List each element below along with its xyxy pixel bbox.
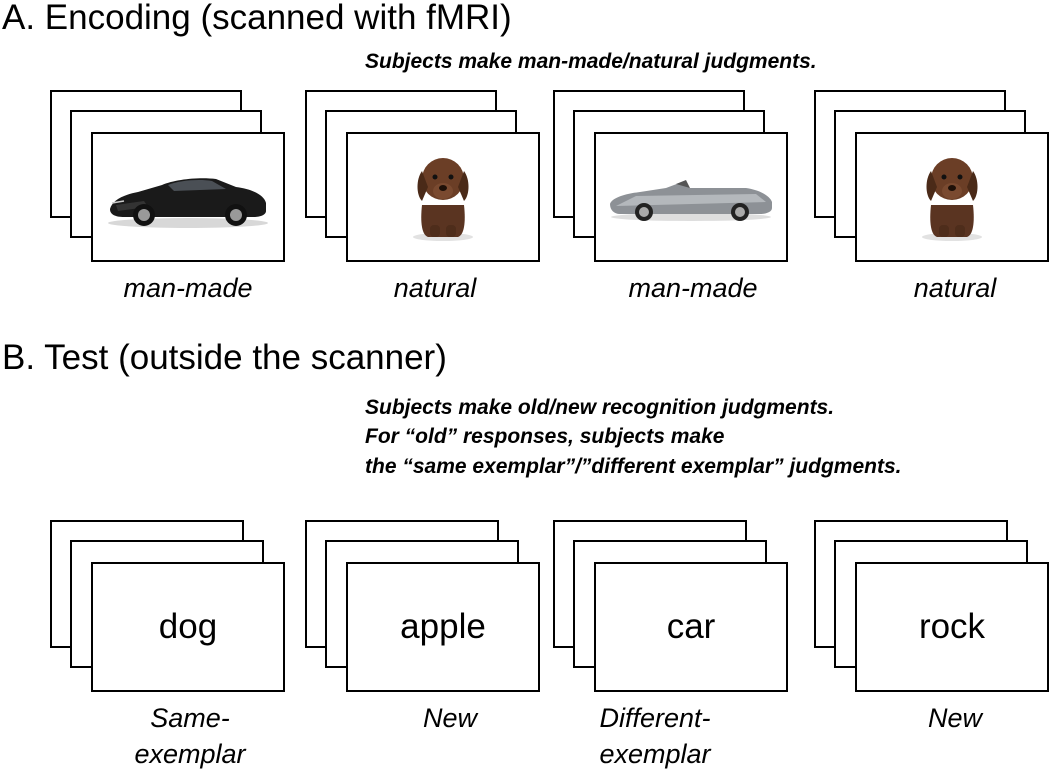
encoding-stimulus-stack-1	[50, 90, 290, 262]
stack-card-front: car	[594, 562, 788, 692]
encoding-stimulus-stack-4	[814, 90, 1050, 262]
test-label-line: Same-	[150, 703, 230, 733]
test-label-1: Same- exemplar	[110, 700, 270, 772]
encoding-instruction: Subjects make man-made/natural judgments…	[365, 50, 817, 73]
stack-card-front: apple	[346, 562, 540, 692]
test-instruction-line-1: Subjects make old/new recognition judgme…	[365, 396, 835, 419]
test-word-stack-2: apple	[305, 520, 545, 692]
test-instruction-line-3: the “same exemplar”/”different exemplar”…	[365, 455, 902, 478]
stack-card-front	[91, 132, 285, 262]
test-label-line: New	[927, 703, 982, 733]
stack-card-front	[594, 132, 788, 262]
test-label-line: exemplar	[599, 739, 711, 769]
encoding-label-4: natural	[913, 273, 997, 303]
stack-card-front	[346, 132, 540, 262]
test-word-stack-3: car	[553, 520, 793, 692]
test-label-4: New	[885, 700, 1025, 736]
test-label-line: Different-	[599, 703, 711, 733]
test-word: car	[666, 607, 716, 646]
section-a-title: A. Encoding (scanned with fMRI)	[2, 0, 512, 37]
test-word: dog	[158, 607, 218, 646]
test-label-line: New	[422, 703, 477, 733]
brown-puppy-image	[922, 158, 982, 241]
test-word-stack-1: dog	[50, 520, 290, 692]
encoding-stimulus-stack-3	[553, 90, 793, 262]
test-instruction-line-2: For “old” responses, subjects make	[365, 425, 725, 448]
black-sports-car-image	[108, 178, 268, 228]
section-b-title: B. Test (outside the scanner)	[2, 338, 447, 377]
encoding-label-1: man-made	[123, 273, 253, 303]
stack-card-front	[855, 132, 1049, 262]
stack-card-front: rock	[855, 562, 1049, 692]
test-label-2: New	[380, 700, 520, 736]
encoding-label-3: man-made	[628, 273, 758, 303]
silver-convertible-car-image	[610, 180, 772, 221]
brown-puppy-image	[413, 158, 473, 241]
test-word: apple	[400, 607, 486, 646]
encoding-label-2: natural	[393, 273, 477, 303]
stack-card-front: dog	[91, 562, 285, 692]
test-word-stack-4: rock	[814, 520, 1050, 692]
test-label-line: exemplar	[134, 739, 246, 769]
test-word: rock	[918, 607, 986, 646]
test-label-3: Different- exemplar	[575, 700, 735, 772]
encoding-stimulus-stack-2	[305, 90, 545, 262]
